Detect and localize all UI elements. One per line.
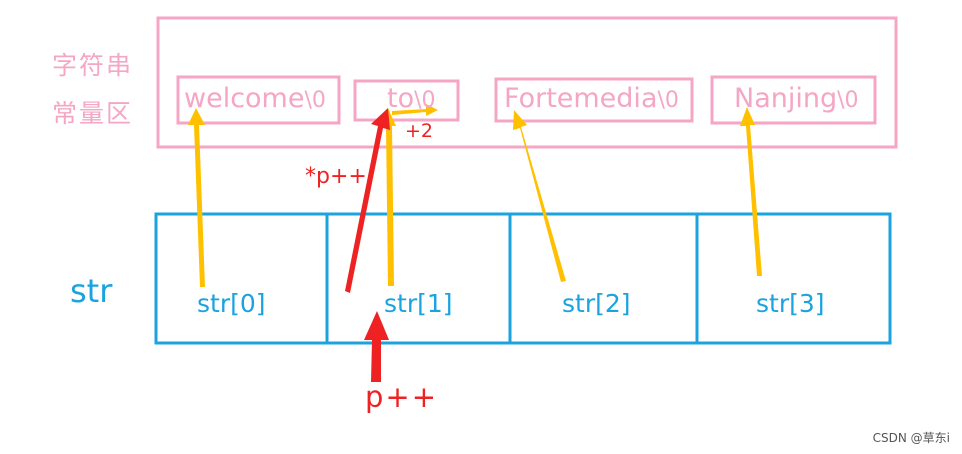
arrow-str3-to-nanjing: [740, 107, 762, 276]
annotation-plus-two: +2: [405, 120, 434, 142]
string-welcome-text: welcome: [184, 83, 305, 114]
string-nanjing-text: Nanjing: [734, 83, 838, 114]
array-cell-label-2: str[2]: [562, 289, 631, 318]
annotation-deref-increment: *p++: [305, 164, 367, 189]
watermark-text: CSDN @草东i: [872, 431, 950, 445]
arrow-deref-increment: [345, 108, 390, 293]
string-nanjing-terminator: \0: [837, 88, 859, 113]
array-name-label: str: [70, 272, 113, 310]
string-fortemedia: Fortemedia\0: [504, 85, 679, 112]
yellow-arrows: [188, 104, 762, 287]
array-cell-label-0: str[0]: [197, 289, 266, 318]
array-cell-label-1: str[1]: [384, 289, 453, 318]
string-to-terminator: \0: [414, 88, 436, 113]
arrow-pointer-increment: [364, 311, 389, 382]
constant-area-box: [156, 16, 898, 149]
annotation-pointer-increment: p++: [365, 380, 439, 414]
arrow-str2-to-fortemedia: [513, 110, 566, 282]
string-to: to\0: [387, 85, 436, 112]
string-box-to: [353, 79, 460, 122]
arrow-str0-to-welcome: [188, 108, 205, 287]
string-box-welcome: [176, 75, 341, 125]
constant-area-label-line1: 字符串: [52, 51, 134, 80]
array-box: [154, 212, 892, 345]
string-nanjing: Nanjing\0: [734, 85, 859, 112]
array-cell-label-3: str[3]: [756, 289, 825, 318]
arrow-str1-to-to: [380, 108, 396, 286]
string-fortemedia-text: Fortemedia: [504, 83, 658, 114]
string-welcome-terminator: \0: [304, 88, 326, 113]
string-box-nanjing: [710, 75, 877, 125]
red-arrows: [345, 108, 390, 382]
constant-area-label-line2: 常量区: [52, 99, 134, 128]
string-box-fortemedia: [494, 77, 694, 123]
string-welcome: welcome\0: [184, 85, 326, 112]
arrow-plus-two: [392, 104, 438, 116]
string-to-text: to: [387, 83, 415, 114]
string-fortemedia-terminator: \0: [657, 88, 679, 113]
